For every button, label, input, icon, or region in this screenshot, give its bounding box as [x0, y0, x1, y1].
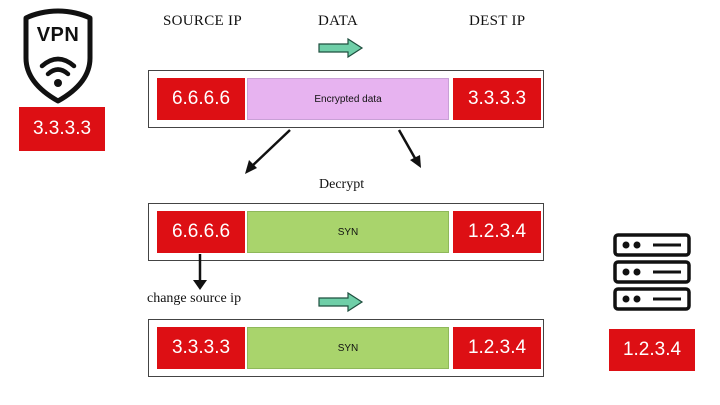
packet-decrypted: 6.6.6.6 SYN 1.2.3.4	[148, 203, 544, 261]
packet-source-ip: 6.6.6.6	[157, 78, 245, 120]
packet-data: SYN	[247, 211, 449, 253]
packet-dest-ip: 3.3.3.3	[453, 78, 541, 120]
packet-source-ip: 6.6.6.6	[157, 211, 245, 253]
header-source-ip: SOURCE IP	[163, 13, 242, 29]
flow-arrow-icon	[318, 291, 364, 313]
packet-data: SYN	[247, 327, 449, 369]
server-rack-icon	[613, 233, 691, 311]
packet-dest-ip: 1.2.3.4	[453, 327, 541, 369]
packet-dest-ip: 1.2.3.4	[453, 211, 541, 253]
change-source-label: change source ip	[147, 291, 242, 306]
decrypt-arrow-right	[397, 129, 421, 168]
packet-rewritten: 3.3.3.3 SYN 1.2.3.4	[148, 319, 544, 377]
vpn-shield-icon	[23, 8, 93, 104]
packet-data: Encrypted data	[247, 78, 449, 120]
header-dest-ip: DEST IP	[469, 13, 526, 29]
header-data: DATA	[318, 13, 358, 29]
flow-arrow-icon	[318, 37, 364, 59]
decrypt-arrow-left	[245, 129, 291, 174]
decrypt-label: Decrypt	[319, 177, 365, 192]
vpn-logo-text: VPN	[36, 24, 80, 46]
change-source-arrow	[193, 254, 207, 290]
vpn-ip-badge: 3.3.3.3	[19, 107, 105, 151]
packet-encrypted: 6.6.6.6 Encrypted data 3.3.3.3	[148, 70, 544, 128]
server-ip-badge: 1.2.3.4	[609, 329, 695, 371]
packet-source-ip: 3.3.3.3	[157, 327, 245, 369]
